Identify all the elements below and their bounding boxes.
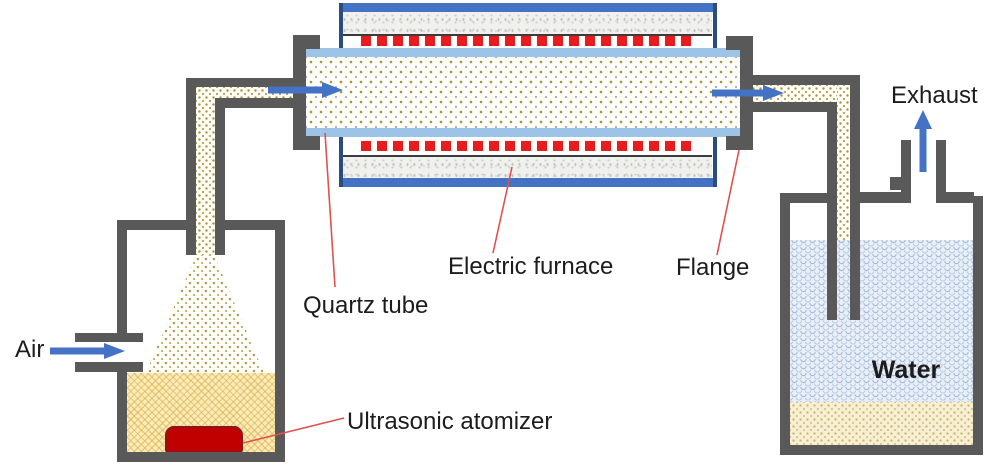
water-body xyxy=(790,240,973,402)
water-container-right-wall xyxy=(973,196,983,455)
heating-elements-bottom xyxy=(361,141,692,151)
dip-tube-right-wall xyxy=(850,75,860,320)
furnace-divider-line-top xyxy=(343,34,712,36)
water-container-rim-right xyxy=(936,192,974,203)
water-container-bottom-wall xyxy=(780,445,983,455)
exhaust-stack-right xyxy=(936,140,946,203)
flange-label: Flange xyxy=(676,254,750,281)
furnace-right-edge-upper xyxy=(713,3,717,48)
furnace-bottom-frame xyxy=(339,178,717,187)
furnace-top-frame xyxy=(339,3,717,12)
vessel-left-wall-upper xyxy=(117,220,127,342)
furnace-left-edge-upper xyxy=(339,3,343,48)
inlet-pipe-interior-vertical xyxy=(196,87,215,255)
sediment-layer xyxy=(790,402,973,445)
furnace-insulation-top xyxy=(343,12,712,34)
right-flange-tab-top xyxy=(726,36,753,50)
left-flange-bar xyxy=(293,35,306,150)
ultrasonic-atomizer-device xyxy=(165,426,243,453)
ultrasonic-atomizer-label: Ultrasonic atomizer xyxy=(347,408,553,435)
furnace-divider-line-bottom xyxy=(343,155,712,157)
outlet-pipe-inner-wall xyxy=(753,102,837,112)
quartz-tube-wall-top xyxy=(306,48,743,57)
water-container-rim-left xyxy=(780,193,827,203)
inlet-pipe-outer-wall xyxy=(186,78,196,255)
outlet-pipe-interior-horizontal xyxy=(743,85,850,102)
air-inlet-bottom-wall xyxy=(75,362,143,372)
water-label: Water xyxy=(871,356,941,384)
exhaust-stack-left xyxy=(901,140,911,203)
leader-line-quartz-tube xyxy=(324,132,336,288)
left-flange-tab-top xyxy=(293,35,320,49)
right-flange-bar xyxy=(740,36,753,150)
inlet-pipe-inner-wall-horizontal xyxy=(215,98,300,108)
exhaust-flow-arrow xyxy=(914,110,932,172)
inlet-pipe-inner-wall-vertical xyxy=(215,98,225,255)
quartz-tube-wall-bottom xyxy=(306,128,743,137)
vessel-left-wall-lower xyxy=(117,362,127,462)
water-container-left-wall xyxy=(780,196,790,455)
exhaust-label: Exhaust xyxy=(891,82,978,109)
aerosol-mist-cone xyxy=(146,255,264,373)
quartz-tube-label: Quartz tube xyxy=(303,292,429,319)
dip-tube-left-wall xyxy=(827,102,837,320)
air-flow-arrow xyxy=(50,343,125,359)
furnace-insulation-bottom xyxy=(343,157,712,178)
right-flange-tab-bottom xyxy=(726,136,753,150)
electric-furnace-label: Electric furnace xyxy=(448,253,614,280)
outlet-pipe-interior-vertical xyxy=(837,85,850,240)
vessel-bottom-wall xyxy=(117,452,285,462)
inlet-pipe-interior-horizontal xyxy=(196,87,306,98)
vessel-right-wall xyxy=(275,220,285,462)
outlet-pipe-top-wall xyxy=(753,75,860,85)
air-label: Air xyxy=(15,336,45,363)
exhaust-stack-left-foot xyxy=(890,177,902,190)
air-inlet-top-wall xyxy=(75,333,143,342)
dip-tube-interior-water xyxy=(837,240,850,320)
left-flange-tab-bottom xyxy=(293,136,320,150)
furnace-left-edge-lower xyxy=(339,137,343,187)
leader-line-flange xyxy=(716,149,740,256)
inlet-pipe-top-wall xyxy=(186,78,300,87)
water-container-rim-middle xyxy=(860,192,911,203)
vessel-top-wall-left xyxy=(117,220,187,230)
quartz-tube-interior xyxy=(306,57,743,128)
vessel-top-wall-right xyxy=(215,220,285,230)
heating-elements-top xyxy=(361,36,692,46)
furnace-right-edge-lower xyxy=(713,137,717,187)
